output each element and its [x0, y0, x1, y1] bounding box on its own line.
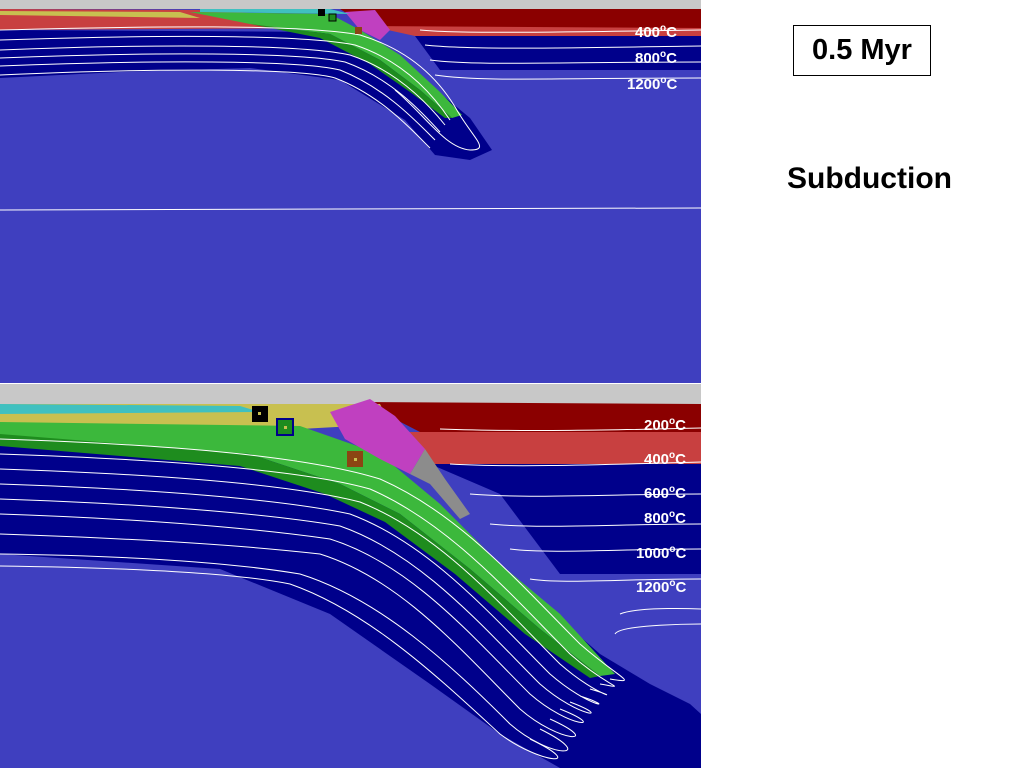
isotherms-bottom [0, 427, 701, 760]
magenta-wedge [345, 10, 390, 40]
slide-title: Subduction [787, 162, 952, 195]
overriding-crust-upper [340, 9, 701, 30]
oceanic-crust-lower [0, 434, 600, 678]
isotherm-label-1200: 1200oC [636, 578, 687, 597]
isotherms-top [0, 26, 701, 211]
isotherm-label-200: 200oC [644, 416, 686, 435]
marker-brown-small [355, 27, 362, 34]
subducting-lithosphere [0, 439, 701, 768]
oceanic-crust [190, 12, 462, 118]
cyan-layer [200, 9, 350, 14]
isotherm-label-800: 800oC [635, 49, 677, 68]
model-panel-top: 400oC 800oC 1200oC [0, 0, 701, 383]
time-label-box: 0.5 Myr [793, 25, 931, 76]
isotherm-label-1200: 1200oC [627, 75, 678, 94]
isotherm-label-400: 400oC [644, 450, 686, 469]
air-layer [0, 384, 701, 404]
magenta-wedge [330, 399, 425, 474]
marker-green-small [328, 13, 337, 22]
cyan-layer [0, 404, 260, 414]
time-label: 0.5 Myr [812, 34, 912, 66]
overriding-lithosphere [415, 36, 701, 70]
oceanic-crust [0, 422, 615, 676]
isotherm-label-600: 600oC [644, 484, 686, 503]
isotherm-label-400: 400oC [635, 23, 677, 42]
sediment-layer [0, 11, 200, 18]
isotherm-label-1000: 1000oC [636, 544, 687, 563]
gray-wedge [410, 449, 470, 519]
marker-black-small [318, 9, 325, 16]
overriding-crust-lower [400, 432, 701, 464]
overriding-lithosphere [430, 464, 701, 574]
model-panel-bottom: 200oC 400oC 600oC 800oC 1000oC 1200oC [0, 384, 701, 768]
overriding-crust-upper [370, 402, 701, 432]
air-layer [0, 0, 701, 9]
model-snapshot-bottom [0, 384, 701, 768]
model-snapshot-top [0, 0, 701, 383]
overriding-crust-lower [370, 26, 701, 36]
isotherm-label-800: 800oC [644, 509, 686, 528]
